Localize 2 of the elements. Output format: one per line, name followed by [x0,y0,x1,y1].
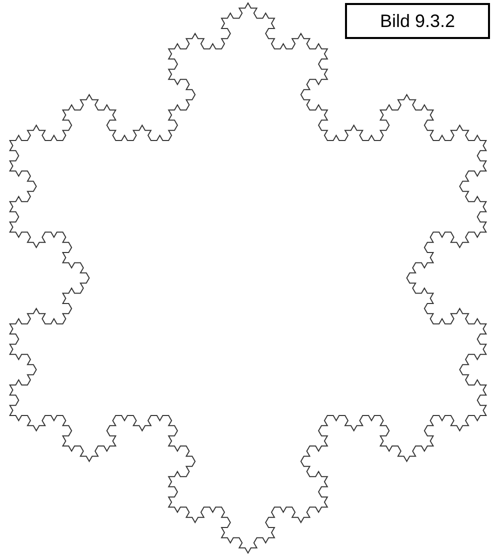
caption-box [345,3,490,39]
figure-caption: Bild 9.3.2 [380,10,456,32]
